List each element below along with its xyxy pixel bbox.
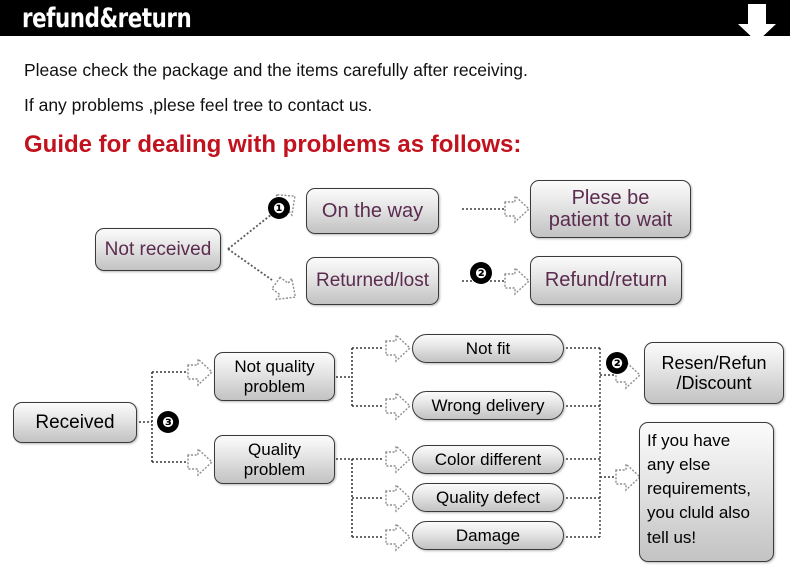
box-label-line2: problem bbox=[243, 376, 306, 396]
box-label: Received bbox=[35, 411, 115, 433]
box-label-line1: Resen/Refun bbox=[661, 352, 767, 373]
box-label-line2: problem bbox=[243, 459, 306, 479]
box-reason-not-fit[interactable]: Not fit bbox=[412, 334, 564, 363]
box-label: Not fit bbox=[465, 338, 511, 358]
guide-heading: Guide for dealing with problems as follo… bbox=[24, 131, 522, 158]
box-label: On the way bbox=[321, 199, 424, 222]
box-outcome-any-else-requirements[interactable]: If you have any else requirements, you c… bbox=[639, 422, 774, 562]
down-arrow-icon bbox=[738, 4, 776, 42]
box-not-quality-problem[interactable]: Not quality problem bbox=[214, 352, 335, 401]
box-label-line1: If you have bbox=[647, 431, 731, 450]
box-label: Damage bbox=[455, 525, 521, 545]
box-reason-damage[interactable]: Damage bbox=[412, 521, 564, 550]
box-label: Color different bbox=[434, 449, 542, 469]
box-label-line1: Plese be bbox=[571, 186, 650, 209]
intro-line-2: If any problems ,plese feel tree to cont… bbox=[24, 95, 373, 115]
box-label: Quality defect bbox=[436, 487, 540, 507]
box-label-line2: any else bbox=[647, 455, 711, 475]
marker-number: ❶ bbox=[273, 200, 285, 216]
box-please-be-patient[interactable]: Plese be patient to wait bbox=[530, 180, 691, 238]
box-label: Not received bbox=[104, 238, 212, 260]
box-quality-problem[interactable]: Quality problem bbox=[214, 435, 335, 484]
box-refund-return[interactable]: Refund/return bbox=[530, 256, 682, 305]
box-returned-lost[interactable]: Returned/lost bbox=[306, 257, 439, 305]
box-reason-wrong-delivery[interactable]: Wrong delivery bbox=[412, 391, 564, 420]
box-label: Returned/lost bbox=[315, 270, 429, 292]
marker-2-bottom: ❷ bbox=[606, 352, 628, 374]
box-label-line1: Not quality bbox=[234, 357, 315, 377]
marker-number: ❷ bbox=[475, 265, 487, 281]
marker-number: ❷ bbox=[611, 355, 623, 371]
box-label-line2: /Discount bbox=[676, 373, 752, 393]
page-title: refund&return bbox=[22, 3, 192, 34]
box-reason-color-different[interactable]: Color different bbox=[412, 445, 564, 474]
box-label: Wrong delivery bbox=[431, 395, 545, 415]
box-label: Refund/return bbox=[544, 269, 668, 292]
marker-2-top: ❷ bbox=[470, 262, 492, 284]
marker-1: ❶ bbox=[268, 197, 290, 219]
box-received[interactable]: Received bbox=[13, 402, 137, 443]
intro-line-1: Please check the package and the items c… bbox=[24, 60, 528, 80]
box-label-line1: Quality bbox=[248, 440, 301, 460]
box-label-line5: tell us! bbox=[647, 527, 697, 547]
box-on-the-way[interactable]: On the way bbox=[306, 188, 439, 234]
box-reason-quality-defect[interactable]: Quality defect bbox=[412, 483, 564, 512]
box-label-line2: patient to wait bbox=[548, 209, 673, 231]
box-label-line3: requirements, bbox=[647, 479, 751, 499]
box-outcome-resend-refund-discount[interactable]: Resen/Refun /Discount bbox=[644, 342, 784, 404]
marker-3: ❸ bbox=[157, 411, 179, 433]
box-label-line4: you cluld also bbox=[647, 503, 751, 523]
marker-number: ❸ bbox=[162, 414, 174, 430]
box-not-received[interactable]: Not received bbox=[95, 228, 221, 271]
header-bar bbox=[0, 0, 790, 36]
